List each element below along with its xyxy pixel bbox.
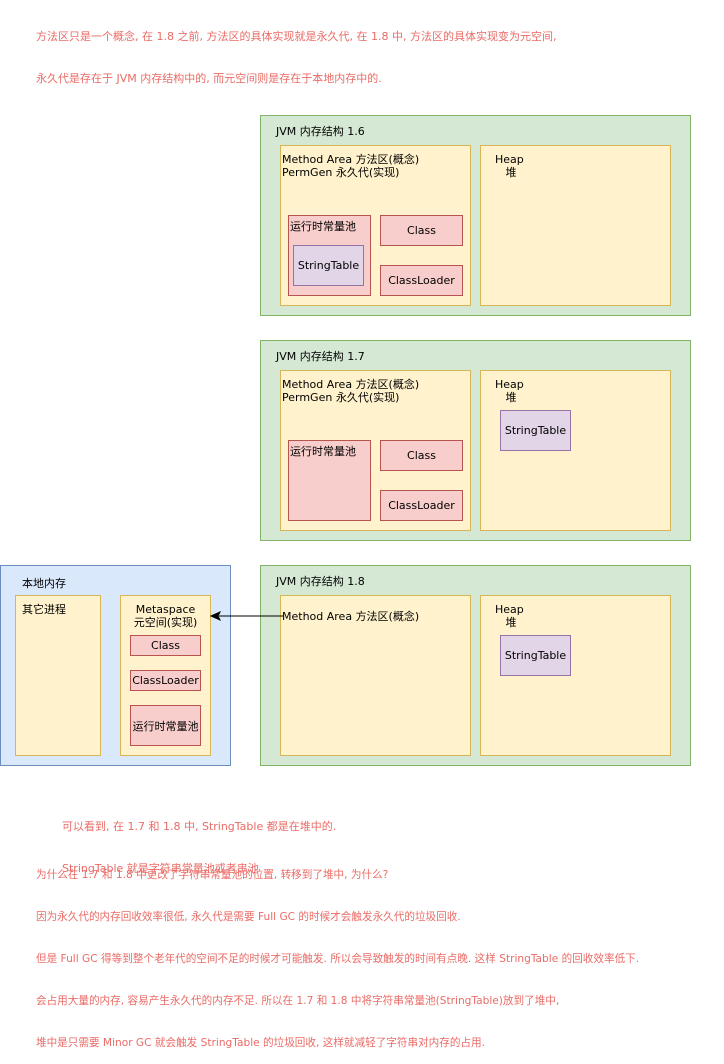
jvm-1-7-runtime-constant-pool-label: 运行时常量池: [290, 445, 356, 458]
jvm-1-6-string-table-label: StringTable: [297, 259, 360, 272]
jvm-1-8-string-table: StringTable: [500, 635, 571, 676]
metaspace-class-label: Class: [151, 639, 180, 652]
jvm-1-6-class: Class: [380, 215, 463, 246]
other-process-label: 其它进程: [22, 603, 66, 616]
jvm-1-7-runtime-constant-pool: 运行时常量池: [288, 440, 371, 521]
jvm-1-7-class: Class: [380, 440, 463, 471]
metaspace-class: Class: [130, 635, 201, 656]
jvm-1-7-string-table: StringTable: [500, 410, 571, 451]
jvm-1-7-heap-label: Heap 堆: [495, 378, 524, 404]
metaspace-class-loader-label: ClassLoader: [132, 674, 199, 687]
metaspace-class-loader: ClassLoader: [130, 670, 201, 691]
jvm-1-7-method-area-label: Method Area 方法区(概念) PermGen 永久代(实现): [282, 378, 420, 404]
note-top-line-2: 永久代是存在于 JVM 内存结构中的, 而元空间则是存在于本地内存中的.: [36, 72, 382, 85]
jvm-1-8-heap-label: Heap 堆: [495, 603, 524, 629]
jvm-1-7-class-loader: ClassLoader: [380, 490, 463, 521]
other-process: 其它进程: [15, 595, 101, 756]
jvm-1-8-method-area-label: Method Area 方法区(概念): [282, 610, 420, 623]
jvm-1-7-class-loader-label: ClassLoader: [388, 499, 455, 512]
note-bottom-line-4: 会占用大量的内存, 容易产生永久代的内存不足. 所以在 1.7 和 1.8 中将…: [36, 995, 560, 1007]
method-area-to-metaspace-arrow: [209, 610, 283, 622]
jvm-1-6-title: JVM 内存结构 1.6: [276, 125, 365, 138]
jvm-1-7-string-table-label: StringTable: [504, 424, 567, 437]
jvm-1-6-runtime-constant-pool-label: 运行时常量池: [290, 220, 356, 233]
metaspace-runtime-constant-pool: 运行时常量池: [130, 705, 201, 746]
note-bottom-line-5: 堆中是只需要 Minor GC 就会触发 StringTable 的垃圾回收, …: [36, 1037, 485, 1049]
note-middle: 可以看到, 在 1.7 和 1.8 中, StringTable 都是在堆中的.…: [62, 792, 336, 890]
metaspace-label: Metaspace 元空间(实现): [133, 603, 198, 629]
jvm-1-8-string-table-label: StringTable: [504, 649, 567, 662]
jvm-1-8-title: JVM 内存结构 1.8: [276, 575, 365, 588]
note-bottom-line-2: 因为永久代的内存回收效率很低, 永久代是需要 Full GC 的时候才会触发永久…: [36, 911, 461, 923]
jvm-1-7-title: JVM 内存结构 1.7: [276, 350, 365, 363]
jvm-1-6-heap: Heap 堆: [480, 145, 671, 306]
note-bottom-line-3: 但是 Full GC 得等到整个老年代的空间不足的时候才可能触发. 所以会导致触…: [36, 953, 640, 965]
native-memory-title: 本地内存: [22, 577, 66, 590]
note-middle-line-1: 可以看到, 在 1.7 和 1.8 中, StringTable 都是在堆中的.: [62, 820, 337, 833]
jvm-1-6-heap-label: Heap 堆: [495, 153, 524, 179]
note-middle-line-2: StringTable 就是字符串常量池或者串池: [62, 862, 259, 875]
jvm-1-6-class-label: Class: [407, 224, 436, 237]
jvm-1-6-class-loader-label: ClassLoader: [388, 274, 455, 287]
jvm-1-7-class-label: Class: [407, 449, 436, 462]
jvm-1-6-method-area-label: Method Area 方法区(概念) PermGen 永久代(实现): [282, 153, 420, 179]
note-bottom-line-1: 为什么在 1.7 和 1.8 中更改了字符串常量池的位置, 转移到了堆中, 为什…: [36, 869, 389, 881]
jvm-1-6-class-loader: ClassLoader: [380, 265, 463, 296]
note-top-line-1: 方法区只是一个概念, 在 1.8 之前, 方法区的具体实现就是永久代, 在 1.…: [36, 30, 557, 43]
note-top: 方法区只是一个概念, 在 1.8 之前, 方法区的具体实现就是永久代, 在 1.…: [36, 2, 556, 100]
note-bottom: 为什么在 1.7 和 1.8 中更改了字符串常量池的位置, 转移到了堆中, 为什…: [36, 840, 639, 1064]
jvm-1-8-method-area: Method Area 方法区(概念): [280, 595, 471, 756]
metaspace-runtime-constant-pool-label: 运行时常量池: [132, 719, 199, 733]
jvm-1-6-string-table: StringTable: [293, 245, 364, 286]
